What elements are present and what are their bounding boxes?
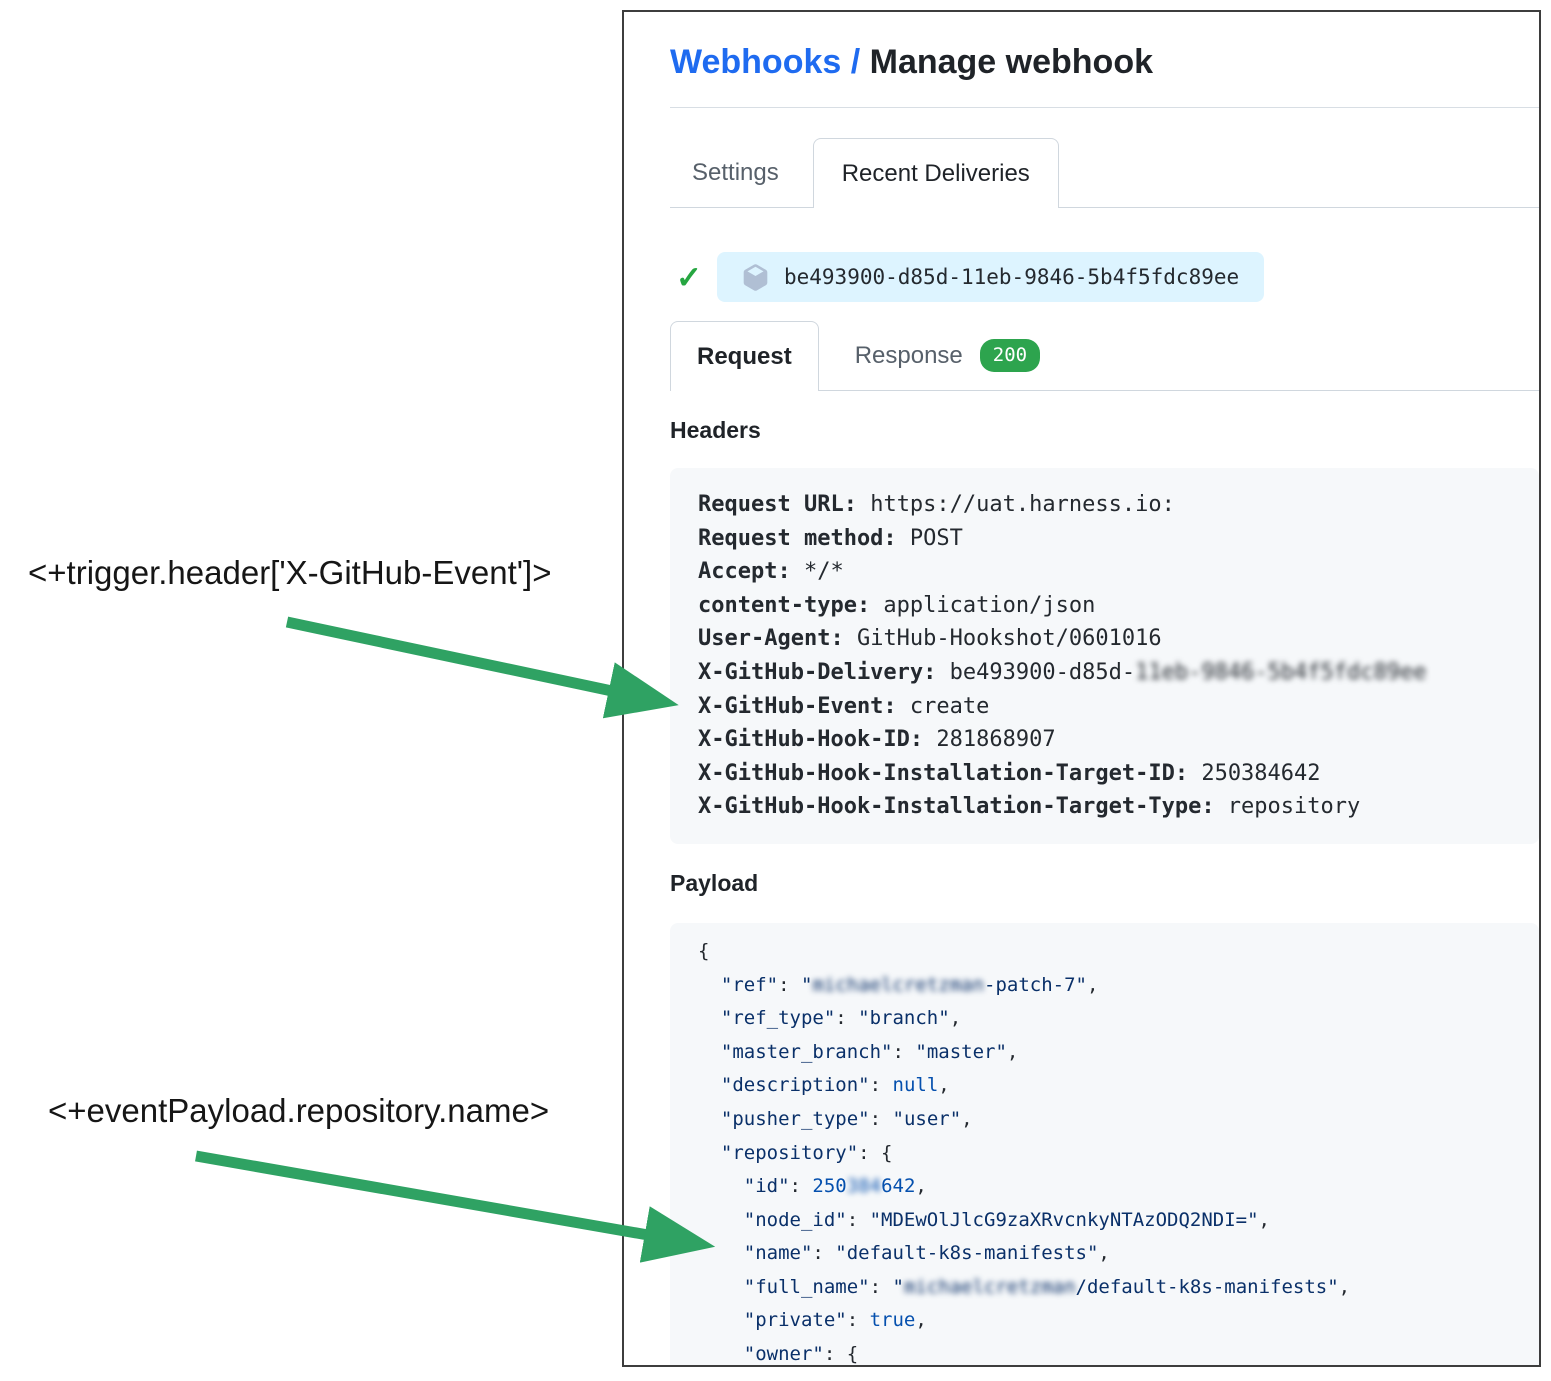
delivery-row: ✓ be493900-d85d-11eb-9846-5b4f5fdc89ee bbox=[670, 252, 1539, 302]
code-line: Request method: POST bbox=[698, 525, 963, 551]
request-response-tabs: Request Response 200 bbox=[670, 321, 1539, 391]
code-line: "name": "default-k8s-manifests", bbox=[743, 1242, 1110, 1265]
check-icon: ✓ bbox=[676, 259, 702, 295]
payload-code-block: { "ref": "michaelcretzman-patch-7", "ref… bbox=[670, 922, 1539, 1366]
headers-heading: Headers bbox=[670, 417, 761, 443]
code-line: X-GitHub-Hook-Installation-Target-Type: … bbox=[698, 794, 1361, 820]
breadcrumb-current: Manage webhook bbox=[860, 43, 1153, 81]
delivery-guid: be493900-d85d-11eb-9846-5b4f5fdc89ee bbox=[783, 265, 1240, 289]
code-line: Accept: */* bbox=[698, 559, 844, 585]
code-line: User-Agent: GitHub-Hookshot/0601016 bbox=[698, 626, 1162, 652]
code-line: "description": null, bbox=[720, 1074, 950, 1097]
code-line: content-type: application/json bbox=[698, 592, 1096, 618]
package-icon bbox=[742, 263, 769, 291]
title-divider bbox=[670, 107, 1539, 108]
status-badge: 200 bbox=[979, 339, 1041, 372]
payload-arrow bbox=[195, 1150, 716, 1263]
code-line: X-GitHub-Event: create bbox=[698, 693, 990, 719]
trigger-expression-label: <+trigger.header['X-GitHub-Event']> bbox=[28, 554, 552, 591]
code-line: Request URL: https://uat.harness.io: bbox=[698, 492, 1175, 517]
webhook-tabs: Settings Recent Deliveries bbox=[670, 138, 1539, 208]
code-line: "ref_type": "branch", bbox=[720, 1007, 962, 1030]
headers-code-block: Request URL: https://uat.harness.io: Requ… bbox=[670, 468, 1539, 844]
tab-recent-deliveries[interactable]: Recent Deliveries bbox=[812, 138, 1059, 208]
code-line: X-GitHub-Hook-ID: 281868907 bbox=[698, 727, 1056, 753]
code-line: "owner": { bbox=[743, 1343, 859, 1366]
page-title: Webhooks / Manage webhook bbox=[670, 40, 1539, 84]
tab-response[interactable]: Response 200 bbox=[854, 321, 1041, 390]
code-line: "repository": { bbox=[720, 1141, 893, 1164]
delivery-pill[interactable]: be493900-d85d-11eb-9846-5b4f5fdc89ee bbox=[716, 252, 1265, 302]
code-line: "ref": "michaelcretzman-patch-7", bbox=[720, 973, 1099, 996]
payload-expression-label: <+eventPayload.repository.name> bbox=[48, 1092, 550, 1129]
code-line: "pusher_type": "user", bbox=[720, 1107, 973, 1130]
code-line: X-GitHub-Hook-Installation-Target-ID: 25… bbox=[698, 760, 1321, 786]
code-line: { bbox=[698, 939, 710, 962]
code-line: "master_branch": "master", bbox=[720, 1040, 1019, 1063]
tab-settings[interactable]: Settings bbox=[692, 158, 779, 186]
response-label: Response bbox=[854, 341, 963, 369]
code-line: "node_id": "MDEwOlJlcG9zaXRvcnkyNTAzODQ2… bbox=[743, 1208, 1270, 1231]
trigger-arrow bbox=[285, 616, 679, 719]
code-line: "full_name": "michaelcretzman/default-k8… bbox=[743, 1275, 1351, 1298]
payload-heading: Payload bbox=[670, 869, 759, 896]
code-line: "id": 250384642, bbox=[743, 1175, 927, 1198]
tab-request[interactable]: Request bbox=[670, 321, 819, 391]
code-line: "private": true, bbox=[743, 1309, 927, 1332]
webhook-panel: Webhooks / Manage webhook Settings Recen… bbox=[622, 10, 1541, 1367]
code-line: X-GitHub-Delivery: be493900-d85d-11eb-98… bbox=[698, 659, 1427, 685]
breadcrumb-webhooks-link[interactable]: Webhooks / bbox=[670, 43, 861, 81]
